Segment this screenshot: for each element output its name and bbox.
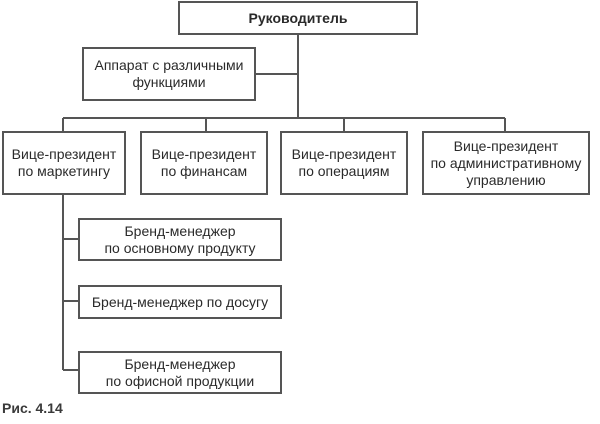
node-bm-leisure-label: Бренд-менеджер по досугу: [91, 293, 269, 310]
figure-caption: Рис. 4.14: [2, 400, 63, 416]
node-vp-operations: Вице-президент по операциям: [280, 131, 408, 195]
node-bm-leisure: Бренд-менеджер по досугу: [78, 285, 282, 319]
node-head-label: Руководитель: [248, 9, 348, 26]
node-head: Руководитель: [178, 1, 418, 35]
node-vp-marketing-label: Вице-президент по маркетингу: [11, 146, 117, 179]
node-vp-marketing: Вице-президент по маркетингу: [2, 131, 126, 195]
node-vp-admin: Вице-президент по административному упра…: [422, 131, 590, 195]
node-bm-core: Бренд-менеджер по основному продукту: [78, 218, 282, 261]
node-vp-admin-label: Вице-президент по административному упра…: [430, 137, 582, 188]
node-vp-finance-label: Вице-президент по финансам: [151, 146, 257, 179]
node-staff: Аппарат с различными функциями: [82, 47, 256, 101]
node-staff-label: Аппарат с различными функциями: [94, 57, 244, 90]
node-bm-core-label: Бренд-менеджер по основному продукту: [104, 222, 256, 256]
node-vp-finance: Вице-президент по финансам: [140, 131, 268, 195]
node-vp-operations-label: Вице-президент по операциям: [291, 146, 397, 179]
node-bm-office: Бренд-менеджер по офисной продукции: [78, 351, 282, 394]
node-bm-office-label: Бренд-менеджер по офисной продукции: [105, 355, 255, 389]
